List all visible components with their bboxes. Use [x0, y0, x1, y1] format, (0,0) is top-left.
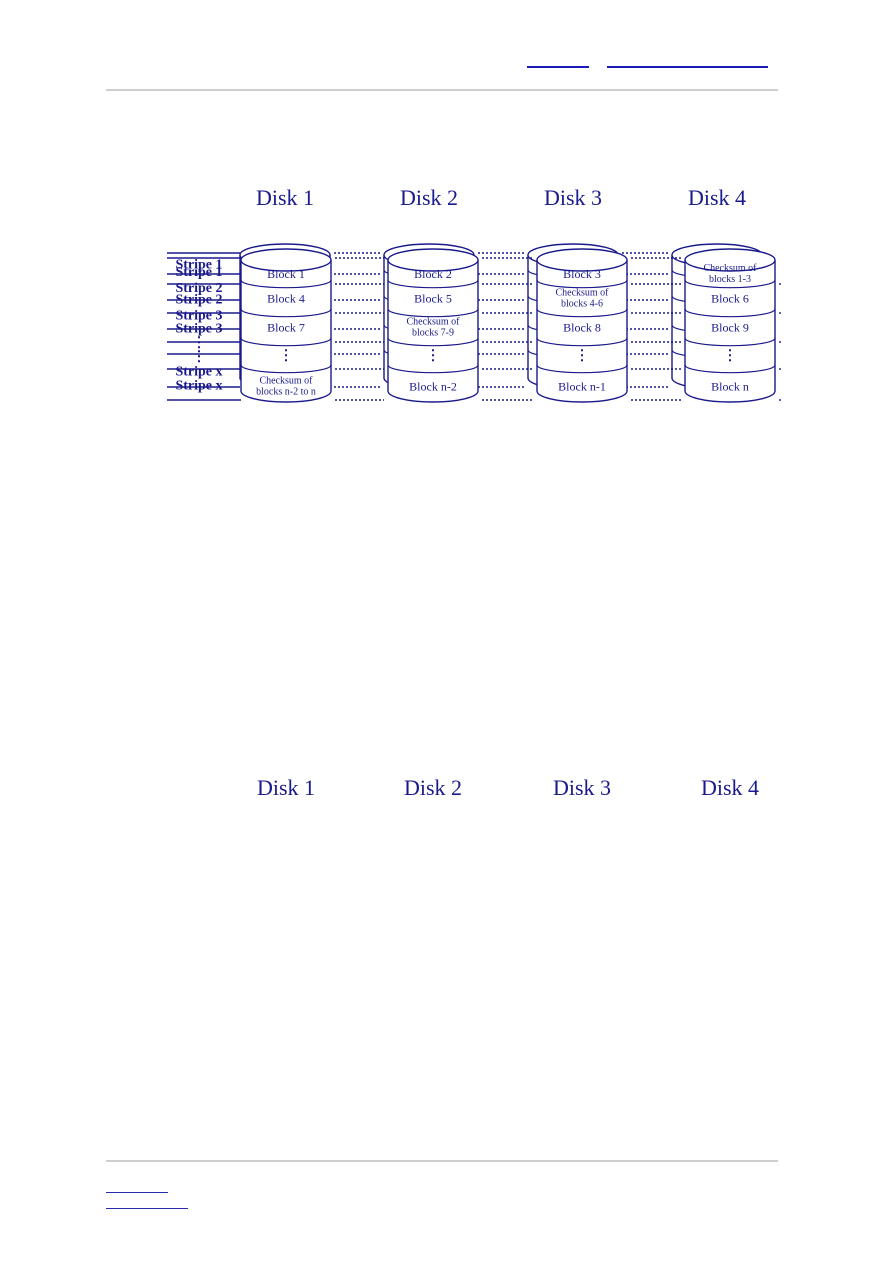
diagram-1-disk-2-label: Disk 2: [400, 185, 458, 210]
diagram-2-cell-r1-d2: Block 2: [414, 267, 452, 281]
diagram-2-stripe-label-2: Stripe 2: [175, 293, 222, 308]
diagram-2-cell-r3-d2: Checksum of: [406, 317, 460, 328]
diagram-1-disk-3-label: Disk 3: [544, 185, 602, 210]
header-link-2[interactable]: [607, 66, 768, 68]
diagram-1-stripe-label-2: Stripe 2: [175, 281, 222, 296]
diagram-2-disk-2-label: Disk 2: [404, 775, 462, 800]
footer-divider: [106, 1160, 778, 1162]
diagram-2-cell-r5-d1: blocks n-2 to n: [256, 387, 316, 398]
diagram-2-cell-r5-d4: Block n: [711, 380, 749, 394]
diagram-2-cell-r3-d1: Block 7: [267, 321, 305, 335]
diagram-2-stripe-label-1: Stripe 1: [175, 265, 222, 280]
diagram-2-stripe-label-3: Stripe 3: [175, 322, 222, 337]
diagram-1-stripe-label-4: ⋮: [192, 336, 206, 351]
diagram-2-cell-r2-d4: Block 6: [711, 292, 749, 306]
diagram-2-disk-1-cylinder: [240, 248, 332, 403]
diagram-1-stripe-label-3: Stripe 3: [175, 309, 222, 324]
diagram-2-disk-3-cylinder: [536, 248, 628, 403]
diagram-2-cell-r4-d1: ⋮: [279, 349, 293, 364]
diagram-2-cell-r5-d1: Checksum of: [259, 376, 313, 387]
diagram-2-stripe-label-4: ⋮: [192, 350, 206, 365]
diagram-2-cell-r2-d1: Block 4: [267, 292, 305, 306]
diagram-2-disk-2-cylinder: [387, 248, 479, 403]
diagram-2-disk-3-label: Disk 3: [553, 775, 611, 800]
diagram-2-cell-r2-d3: blocks 4-6: [561, 299, 603, 310]
diagram-2-cell-r3-d2: blocks 7-9: [412, 328, 454, 339]
diagram-2-stripe-label-5: Stripe x: [175, 379, 222, 394]
diagram-2-cell-r2-d2: Block 5: [414, 292, 452, 306]
diagram-2-disk-4-label: Disk 4: [701, 775, 759, 800]
diagram-2-disk-1-label: Disk 1: [257, 775, 315, 800]
diagram-2-cell-r1-d4: blocks 1-3: [709, 274, 751, 285]
diagram-2-disk-4-cylinder: [684, 248, 776, 403]
diagram-1-disk-1-label: Disk 1: [256, 185, 314, 210]
diagram-2-cell-r5-d3: Block n-1: [558, 380, 606, 394]
header-link-1[interactable]: [527, 66, 589, 68]
diagram-2-cell-r3-d3: Block 8: [563, 321, 601, 335]
footer-link-1[interactable]: [106, 1192, 168, 1193]
diagram-2-cell-r4-d4: ⋮: [723, 349, 737, 364]
diagram-1-disk-4-label: Disk 4: [688, 185, 746, 210]
diagram-1-stripe-label-5: Stripe x: [175, 365, 222, 380]
diagram-2-cell-r3-d4: Block 9: [711, 321, 749, 335]
diagram-2-cell-r4-d2: ⋮: [426, 349, 440, 364]
diagram-2-cell-r1-d4: Checksum of: [703, 263, 757, 274]
diagram-2-cell-r2-d3: Checksum of: [555, 288, 609, 299]
footer-link-2[interactable]: [106, 1208, 188, 1209]
header-divider: [106, 89, 778, 91]
diagram-2-cell-r1-d3: Block 3: [563, 267, 601, 281]
diagram-2-cell-r4-d3: ⋮: [575, 349, 589, 364]
diagram-2-cell-r5-d2: Block n-2: [409, 380, 457, 394]
diagram-2-cell-r1-d1: Block 1: [267, 267, 305, 281]
diagram-1-stripe-label-1: Stripe 1: [175, 258, 222, 273]
